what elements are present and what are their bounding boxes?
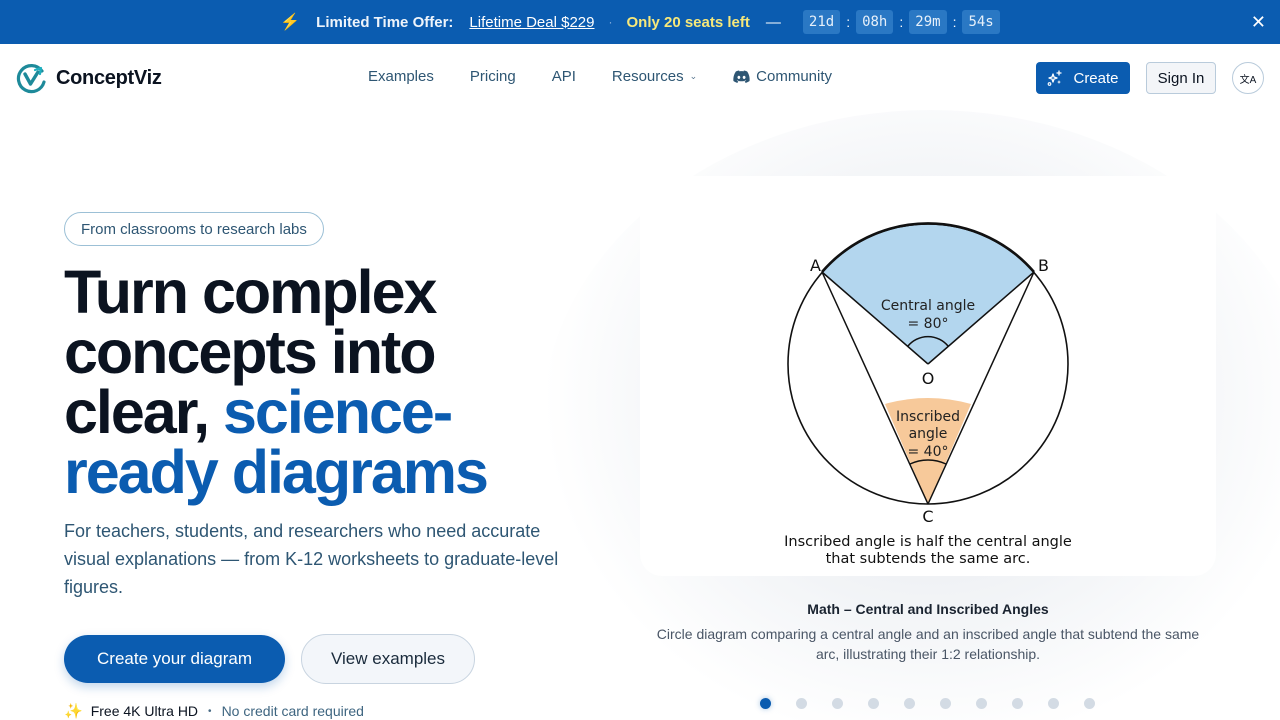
inscribed-angle-value: = 40° bbox=[908, 444, 949, 460]
nav-link-community[interactable]: Community bbox=[733, 68, 832, 85]
perks-row: ✨ Free 4K Ultra HD • No credit card requ… bbox=[64, 702, 364, 720]
point-b-label: B bbox=[1038, 256, 1049, 275]
countdown-colon: : bbox=[846, 14, 851, 30]
perk-4k: Free 4K Ultra HD bbox=[90, 703, 199, 719]
nav-link-resources-label: Resources bbox=[611, 68, 684, 85]
promo-label: Limited Time Offer: bbox=[316, 13, 454, 31]
seats-left-text: Only 20 seats left bbox=[626, 13, 750, 31]
hero-subtitle: For teachers, students, and researchers … bbox=[64, 521, 559, 597]
audience-pill: From classrooms to research labs bbox=[64, 212, 324, 246]
top-navigation: ConceptViz Examples Pricing API Resource… bbox=[0, 44, 1280, 112]
headline-main: Turn complex concepts into clear, bbox=[64, 258, 437, 446]
nav-link-api[interactable]: API bbox=[551, 68, 576, 85]
countdown-colon: : bbox=[899, 14, 904, 30]
discord-icon bbox=[733, 70, 750, 83]
perk-no-credit-card: No credit card required bbox=[221, 703, 364, 719]
carousel-dot-6[interactable] bbox=[940, 698, 951, 709]
nav-links: Examples Pricing API Resources ⌄ Communi… bbox=[368, 68, 868, 85]
close-icon[interactable]: ✕ bbox=[1250, 12, 1266, 32]
conceptviz-logo-icon bbox=[16, 64, 46, 94]
promo-banner: ⚡ Limited Time Offer: Lifetime Deal $229… bbox=[0, 0, 1280, 44]
sparkles-icon: ✨ bbox=[64, 703, 83, 720]
carousel-dot-5[interactable] bbox=[904, 698, 915, 709]
brand-logo[interactable]: ConceptViz bbox=[16, 62, 162, 94]
nav-link-community-label: Community bbox=[756, 68, 833, 85]
inscribed-angle-label-1: Inscribed bbox=[896, 409, 960, 425]
countdown-days: 21d bbox=[802, 10, 841, 34]
carousel-dot-3[interactable] bbox=[832, 698, 843, 709]
countdown-colon: : bbox=[952, 14, 957, 30]
hero-headline: Turn complex concepts into clear, scienc… bbox=[64, 262, 584, 503]
carousel-dot-9[interactable] bbox=[1048, 698, 1059, 709]
diagram-note-line-1: Inscribed angle is half the central angl… bbox=[784, 534, 1072, 550]
central-angle-value: = 80° bbox=[908, 316, 949, 332]
point-o-label: O bbox=[922, 369, 935, 388]
sparkles-icon bbox=[1048, 70, 1063, 86]
create-button-label: Create bbox=[1073, 69, 1119, 87]
carousel-dot-4[interactable] bbox=[868, 698, 879, 709]
carousel-dot-1[interactable] bbox=[760, 698, 771, 709]
nav-link-examples[interactable]: Examples bbox=[368, 68, 434, 85]
promo-separator: · bbox=[608, 15, 613, 29]
create-button[interactable]: Create bbox=[1036, 62, 1130, 94]
central-angle-label: Central angle bbox=[881, 298, 975, 314]
language-icon[interactable]: 文A bbox=[1232, 62, 1264, 94]
diagram-note-line-2: that subtends the same arc. bbox=[826, 551, 1031, 567]
nav-link-pricing[interactable]: Pricing bbox=[469, 68, 516, 85]
diagram-showcase-card[interactable]: A B O C Central angle = 80° Inscribed an… bbox=[640, 176, 1216, 576]
carousel-dot-10[interactable] bbox=[1084, 698, 1095, 709]
central-inscribed-angle-diagram: A B O C Central angle = 80° Inscribed an… bbox=[784, 222, 1072, 567]
inscribed-angle-label-2: angle bbox=[909, 426, 948, 442]
create-diagram-button[interactable]: Create your diagram bbox=[64, 635, 285, 683]
point-a-label: A bbox=[810, 256, 821, 275]
point-c-label: C bbox=[922, 507, 933, 526]
showcase-description: Circle diagram comparing a central angle… bbox=[656, 626, 1200, 662]
carousel-dot-2[interactable] bbox=[796, 698, 807, 709]
brand-name: ConceptViz bbox=[56, 66, 162, 89]
sign-in-button[interactable]: Sign In bbox=[1146, 62, 1216, 94]
carousel-dots bbox=[760, 698, 1120, 709]
headline-accent: science-ready diagrams bbox=[64, 378, 489, 506]
chevron-down-icon: ⌄ bbox=[689, 71, 698, 81]
lightning-icon: ⚡ bbox=[280, 14, 301, 31]
view-examples-button[interactable]: View examples bbox=[301, 634, 475, 684]
perk-separator: • bbox=[208, 705, 212, 717]
nav-link-resources[interactable]: Resources ⌄ bbox=[612, 68, 697, 85]
lifetime-deal-link[interactable]: Lifetime Deal $229 bbox=[469, 13, 595, 31]
countdown-seconds: 54s bbox=[962, 10, 1000, 34]
showcase-title: Math – Central and Inscribed Angles bbox=[807, 601, 1049, 617]
carousel-dot-7[interactable] bbox=[976, 698, 987, 709]
countdown-minutes: 29m bbox=[909, 10, 947, 34]
countdown-hours: 08h bbox=[856, 10, 894, 34]
carousel-dot-8[interactable] bbox=[1012, 698, 1023, 709]
promo-dash: — bbox=[765, 13, 781, 31]
